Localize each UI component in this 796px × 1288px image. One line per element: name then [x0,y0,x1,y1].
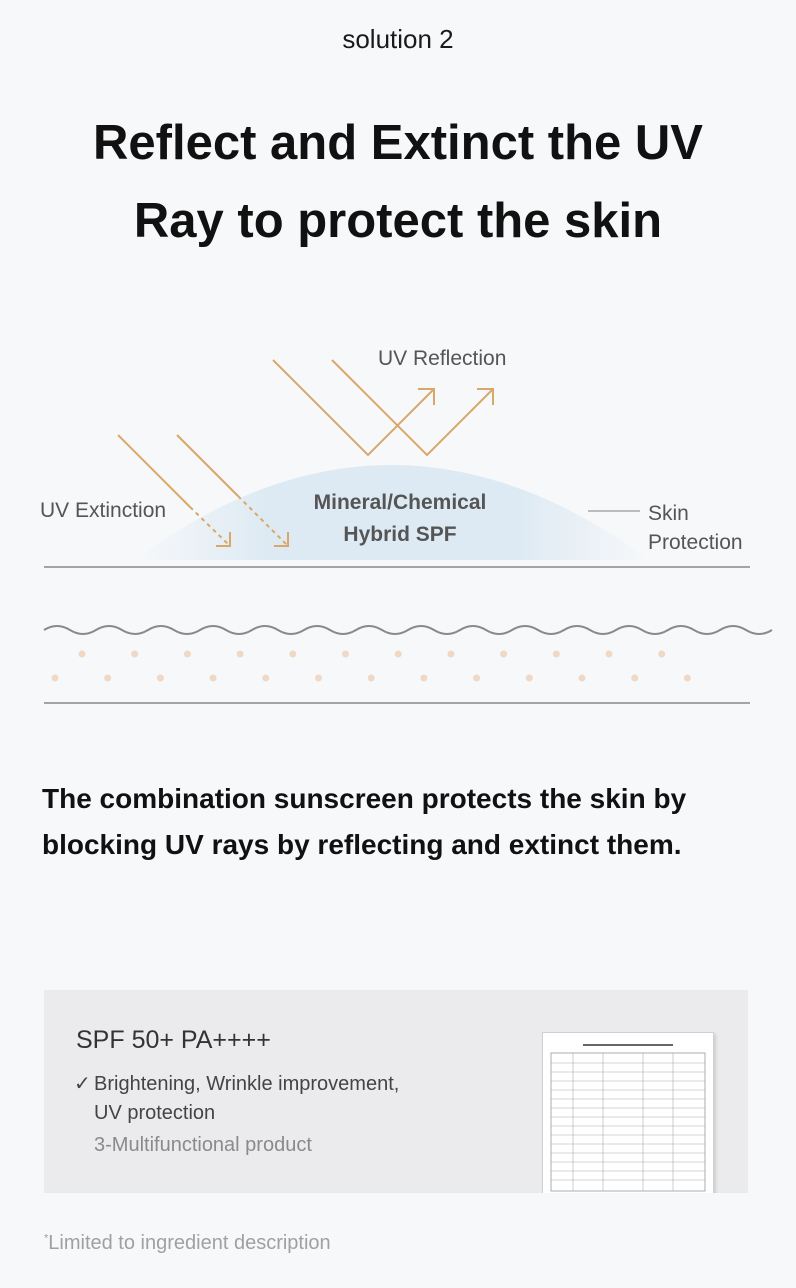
certificate-document-image [542,1032,714,1193]
benefits-list: ✓Brightening, Wrinkle improvement, UV pr… [74,1070,399,1128]
page-title: Reflect and Extinct the UV Ray to protec… [0,104,796,260]
reflected-ray-1 [272,359,435,457]
skin-dot [315,674,322,682]
skin-dot [447,650,455,658]
skin-dot [104,674,112,682]
skin-dot [209,674,217,682]
certificate-illustration [550,1044,706,1192]
skin-cell-dots [51,650,691,682]
skin-dot [183,650,191,658]
check-icon: ✓ [74,1073,91,1095]
benefit-line-2: UV protection [94,1102,216,1124]
multifunctional-note: 3-Multifunctional product [94,1134,312,1156]
description-text: The combination sunscreen protects the s… [42,783,687,860]
skin-dot [262,674,270,682]
skin-line-2: Protection [648,531,743,554]
reflected-ray-2-arrowhead [477,388,494,405]
skin-dot [367,674,375,682]
hybrid-spf-label: Mineral/Chemical Hybrid SPF [300,487,500,551]
benefit-line-1: Brightening, Wrinkle improvement, [94,1073,400,1095]
skin-protection-label: Skin Protection [648,499,743,557]
hybrid-line-1: Mineral/Chemical [313,491,487,514]
hybrid-line-2: Hybrid SPF [343,523,457,546]
skin-dot [78,650,86,658]
extinct-ray-2-dashed [237,495,289,547]
skin-dot [131,650,139,658]
skin-dot [289,650,297,658]
title-line-2: Ray to protect the skin [133,194,663,248]
extinct-ray-1-arrowhead [216,532,231,547]
skin-wave-line [43,625,773,635]
extinct-ray-2 [176,434,239,497]
skin-dot [605,650,613,658]
skin-dot [631,674,639,682]
skin-dot [500,650,508,658]
extinct-ray-1-dashed [189,506,231,547]
uv-reflection-label: UV Reflection [378,347,507,370]
skin-dot [236,650,244,658]
skin-dot [525,674,533,682]
skin-dot [156,674,164,682]
uv-extinction-label: UV Extinction [40,499,167,522]
footnote-text: Limited to ingredient description [48,1232,331,1254]
uv-protection-diagram [43,359,773,704]
footnote: *Limited to ingredient description [44,1232,331,1255]
spf-dome [135,465,650,560]
skin-line-1: Skin [648,502,689,525]
reflected-ray-2 [331,359,494,457]
extinct-ray-1 [117,434,191,508]
spf-rating: SPF 50+ PA++++ [76,1026,271,1054]
reflected-ray-1-arrowhead [418,388,435,405]
skin-dot [578,674,586,682]
title-line-1: Reflect and Extinct the UV [93,116,703,170]
skin-dot [394,650,402,658]
spf-info-panel: SPF 50+ PA++++ ✓Brightening, Wrinkle imp… [44,990,748,1193]
skin-dot [342,650,349,658]
solution-label: solution 2 [342,24,454,54]
footnote-asterisk: * [44,1232,49,1245]
skin-dot [658,650,666,658]
skin-dot [420,674,428,682]
skin-dot [552,650,560,658]
extinct-ray-2-arrowhead [274,532,289,547]
skin-dot [473,674,481,682]
skin-dot [51,674,59,682]
skin-dot [683,674,691,682]
